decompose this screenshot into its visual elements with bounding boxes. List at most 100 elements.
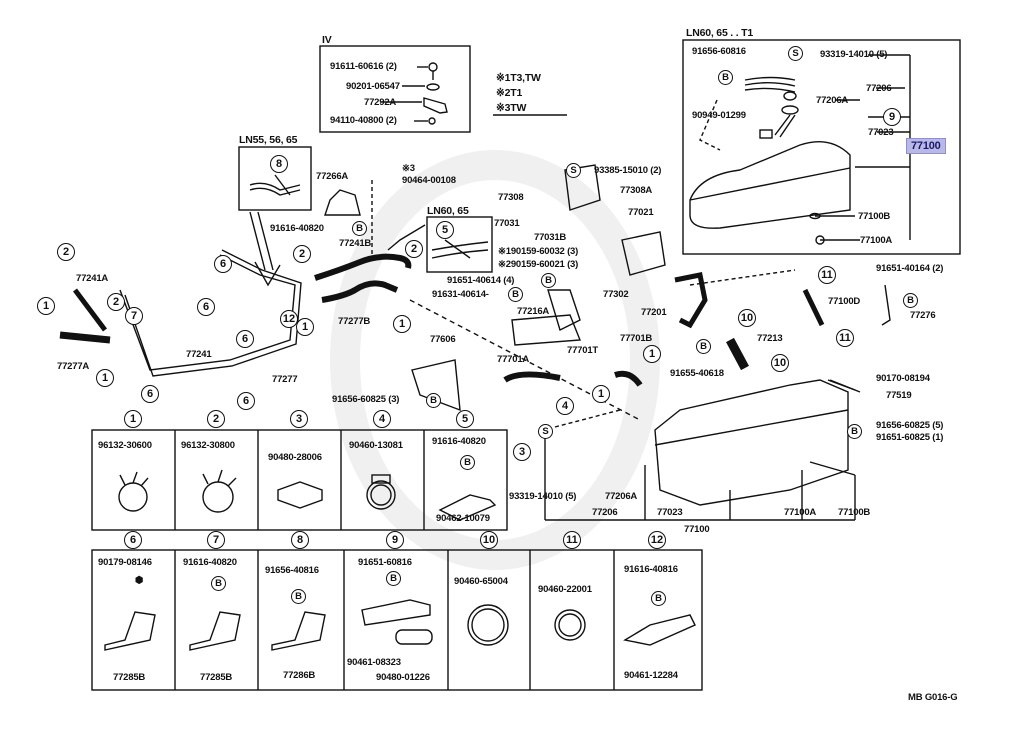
table-part-label[interactable]: 90179-08146 bbox=[98, 557, 152, 568]
part-label[interactable]: 90464-00108 bbox=[402, 175, 456, 186]
part-label[interactable]: 90201-06547 bbox=[346, 81, 400, 92]
table-part-label[interactable]: 90461-08323 bbox=[347, 657, 401, 668]
bolt-tag-icon: B bbox=[352, 221, 367, 236]
part-label[interactable]: 77308A bbox=[620, 185, 653, 196]
part-label[interactable]: 91611-60616 (2) bbox=[330, 61, 397, 72]
part-label[interactable]: 77216A bbox=[517, 306, 550, 317]
part-label[interactable]: 77100D bbox=[828, 296, 861, 307]
table-part-label[interactable]: 90480-01226 bbox=[376, 672, 430, 683]
legend-ref: ※3 bbox=[402, 163, 415, 174]
part-label[interactable]: 90949-01299 bbox=[692, 110, 746, 121]
part-label[interactable]: 91656-60825 (3) bbox=[332, 394, 400, 405]
table-callout-11: 11 bbox=[563, 531, 581, 549]
part-label[interactable]: ※190159-60032 (3) bbox=[498, 246, 579, 257]
part-label[interactable]: 77241A bbox=[76, 273, 109, 284]
part-label[interactable]: 77606 bbox=[430, 334, 456, 345]
callout-2: 2 bbox=[57, 243, 75, 261]
table-callout-7: 7 bbox=[207, 531, 225, 549]
bolt-tag-icon: B bbox=[211, 576, 226, 591]
bolt-tag-icon: B bbox=[847, 424, 862, 439]
part-label[interactable]: 77031B bbox=[534, 232, 567, 243]
part-label[interactable]: 77100A bbox=[784, 507, 817, 518]
inset-ln55-title: LN55, 56, 65 bbox=[239, 134, 298, 146]
part-label[interactable]: 77023 bbox=[868, 127, 894, 138]
part-label[interactable]: 77519 bbox=[886, 390, 912, 401]
table-part-label[interactable]: 91616-40820 bbox=[432, 436, 486, 447]
part-label[interactable]: 91651-40614 (4) bbox=[447, 275, 515, 286]
part-label[interactable]: 77701T bbox=[567, 345, 599, 356]
bolt-tag-icon: B bbox=[460, 455, 475, 470]
table-part-label[interactable]: 90480-28006 bbox=[268, 452, 322, 463]
callout-1: 1 bbox=[592, 385, 610, 403]
part-label[interactable]: 91651-40164 (2) bbox=[876, 263, 944, 274]
table-part-label[interactable]: 77286B bbox=[283, 670, 316, 681]
part-label[interactable]: 93385-15010 (2) bbox=[594, 165, 662, 176]
callout-11: 11 bbox=[836, 329, 854, 347]
part-label[interactable]: 91656-60816 bbox=[692, 46, 746, 57]
callout-8: 8 bbox=[270, 155, 288, 173]
part-label[interactable]: 77277A bbox=[57, 361, 90, 372]
part-label[interactable]: 77100B bbox=[858, 211, 891, 222]
legend-text: T3,TW bbox=[510, 72, 541, 84]
table-part-label[interactable]: 90460-13081 bbox=[349, 440, 403, 451]
table-callout-12: 12 bbox=[648, 531, 666, 549]
part-label[interactable]: 91631-40614- bbox=[432, 289, 489, 300]
callout-6: 6 bbox=[237, 392, 255, 410]
table-part-label[interactable]: 96132-30600 bbox=[98, 440, 152, 451]
part-label[interactable]: 77701A bbox=[497, 354, 530, 365]
part-label[interactable]: 93319-14010 (5) bbox=[509, 491, 577, 502]
part-label[interactable]: 77031 bbox=[494, 218, 520, 229]
table-part-label[interactable]: 91616-40820 bbox=[183, 557, 237, 568]
table-callout-9: 9 bbox=[386, 531, 404, 549]
part-label[interactable]: 77266A bbox=[316, 171, 349, 182]
parts-table-row-1-frame bbox=[91, 429, 508, 531]
part-label[interactable]: 77206A bbox=[816, 95, 849, 106]
part-label[interactable]: 77277B bbox=[338, 316, 371, 327]
table-part-label[interactable]: 77285B bbox=[113, 672, 146, 683]
callout-11: 11 bbox=[818, 266, 836, 284]
part-label[interactable]: 77277 bbox=[272, 374, 298, 385]
part-label[interactable]: 77302 bbox=[603, 289, 629, 300]
callout-6: 6 bbox=[141, 385, 159, 403]
part-label[interactable]: 77021 bbox=[628, 207, 654, 218]
part-label[interactable]: 77292A bbox=[364, 97, 397, 108]
table-part-label[interactable]: 91656-40816 bbox=[265, 565, 319, 576]
table-part-label[interactable]: 91651-60816 bbox=[358, 557, 412, 568]
part-label[interactable]: 77206 bbox=[592, 507, 618, 518]
table-part-label[interactable]: 90462-10079 bbox=[436, 513, 490, 524]
part-label[interactable]: 77100B bbox=[838, 507, 871, 518]
part-label[interactable]: 91656-60825 (5) bbox=[876, 420, 944, 431]
part-label[interactable]: 77701B bbox=[620, 333, 653, 344]
screw-tag-icon: S bbox=[788, 46, 803, 61]
part-label[interactable]: 91616-40820 bbox=[270, 223, 324, 234]
callout-7: 7 bbox=[125, 307, 143, 325]
callout-4: 4 bbox=[556, 397, 574, 415]
part-label[interactable]: 77241B bbox=[339, 238, 372, 249]
table-part-label[interactable]: 90461-12284 bbox=[624, 670, 678, 681]
callout-1: 1 bbox=[296, 318, 314, 336]
part-label[interactable]: ※290159-60021 (3) bbox=[498, 259, 579, 270]
part-label[interactable]: 93319-14010 (5) bbox=[820, 49, 888, 60]
part-label[interactable]: 77100A bbox=[860, 235, 893, 246]
table-part-label[interactable]: 90460-65004 bbox=[454, 576, 508, 587]
table-part-label[interactable]: 77285B bbox=[200, 672, 233, 683]
part-label[interactable]: 91651-60825 (1) bbox=[876, 432, 944, 443]
table-part-label[interactable]: 96132-30800 bbox=[181, 440, 235, 451]
highlighted-part-77100[interactable]: 77100 bbox=[906, 138, 946, 154]
table-part-label[interactable]: 90460-22001 bbox=[538, 584, 592, 595]
part-label[interactable]: 77308 bbox=[498, 192, 524, 203]
part-label[interactable]: 77241 bbox=[186, 349, 212, 360]
part-label[interactable]: 77213 bbox=[757, 333, 783, 344]
callout-10: 10 bbox=[738, 309, 756, 327]
part-label[interactable]: 77023 bbox=[657, 507, 683, 518]
part-label[interactable]: 77201 bbox=[641, 307, 667, 318]
part-label[interactable]: 94110-40800 (2) bbox=[330, 115, 397, 126]
part-label[interactable]: 90170-08194 bbox=[876, 373, 930, 384]
part-label[interactable]: 77276 bbox=[910, 310, 936, 321]
part-label[interactable]: 77100 bbox=[684, 524, 710, 535]
part-label[interactable]: 77206 bbox=[866, 83, 892, 94]
part-label[interactable]: 77206A bbox=[605, 491, 638, 502]
table-part-label[interactable]: 91616-40816 bbox=[624, 564, 678, 575]
table-callout-2: 2 bbox=[207, 410, 225, 428]
part-label[interactable]: 91655-40618 bbox=[670, 368, 724, 379]
